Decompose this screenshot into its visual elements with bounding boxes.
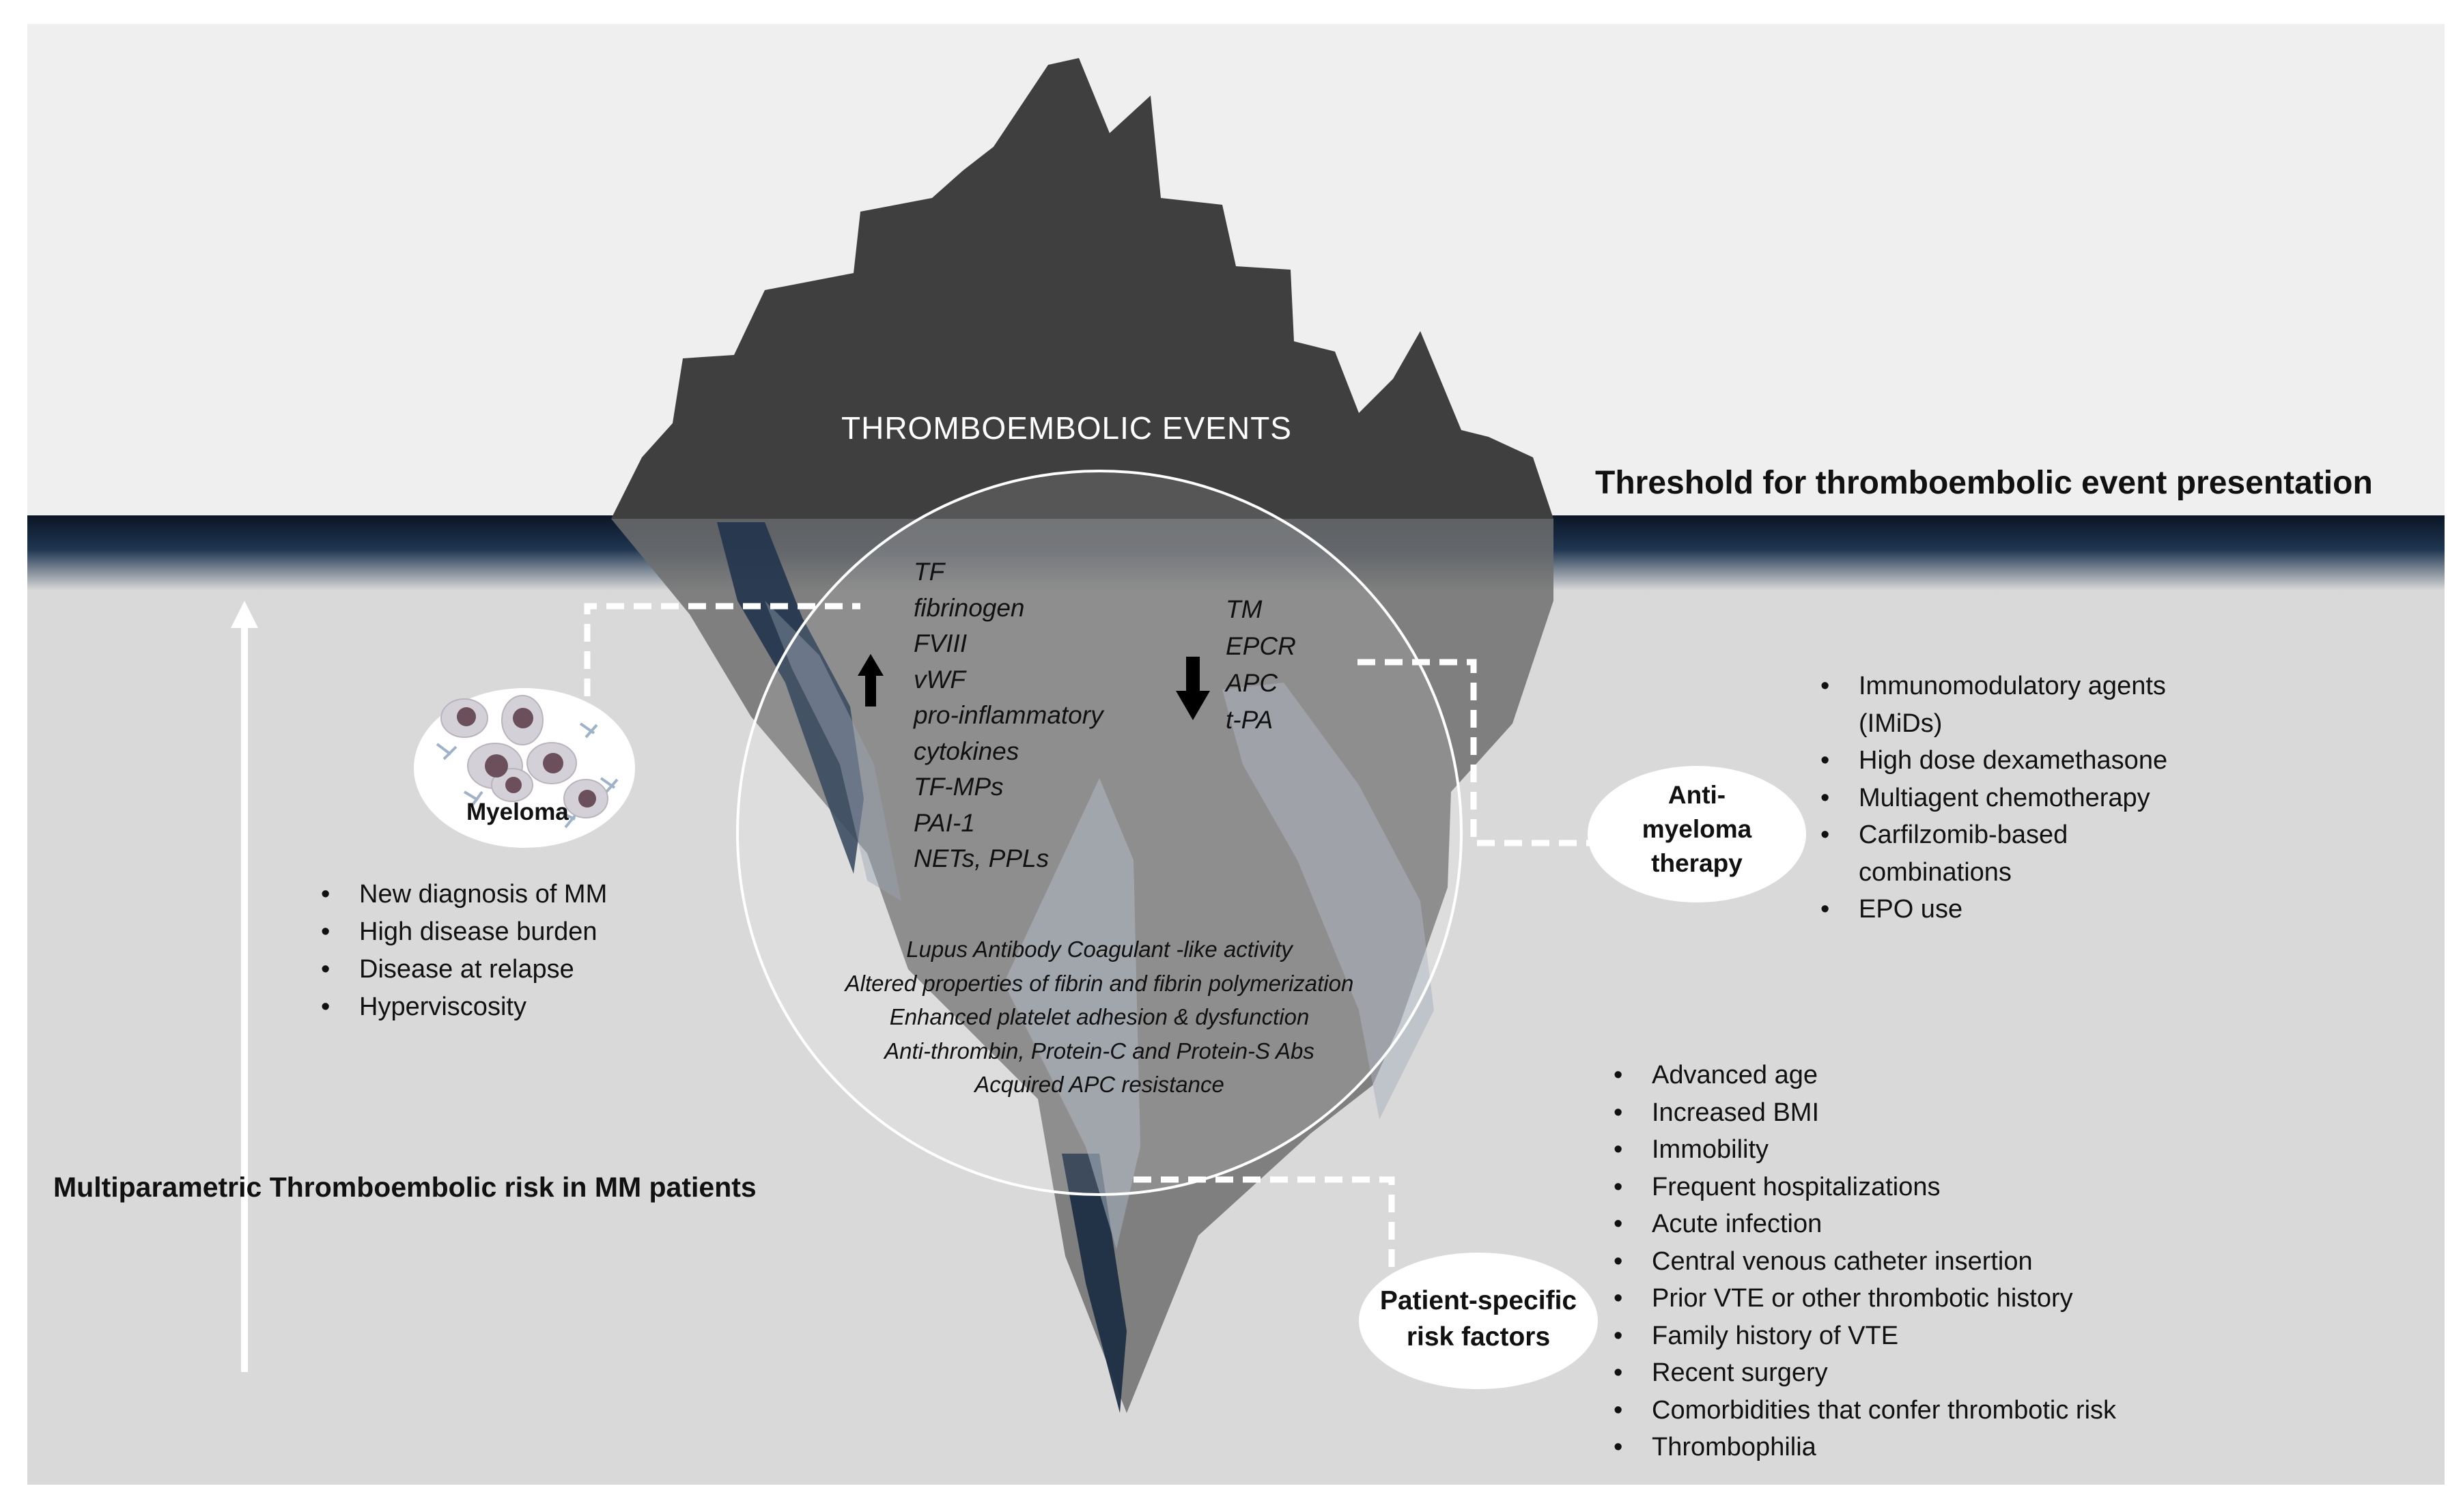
list-item: Immunomodulatory agents (1820, 668, 2167, 705)
myeloma-cells-icon (436, 695, 619, 829)
iceberg-streak-2 (1222, 683, 1434, 1119)
mechanism-circle (736, 470, 1463, 1196)
marker-item: TF-MPs (914, 773, 1004, 801)
iceberg-crack-bottom (1062, 1154, 1127, 1413)
list-item: Recent surgery (1614, 1354, 2116, 1392)
list-item: Comorbidities that confer thrombotic ris… (1614, 1392, 2116, 1429)
marker-item: TM (1226, 595, 1263, 623)
list-item: Carfilzomib-based (1820, 816, 2167, 854)
list-item: Central venous catheter insertion (1614, 1243, 2116, 1281)
list-item: combinations (1859, 857, 2012, 887)
list-item: Family history of VTE (1614, 1317, 2116, 1355)
list-item: Frequent hospitalizations (1614, 1169, 2116, 1206)
risk-arrow-head (231, 601, 258, 628)
iceberg-streak-1 (1004, 778, 1140, 1249)
list-item: (IMiDs) (1859, 709, 1943, 738)
myeloma-factor-list: New diagnosis of MM High disease burden … (321, 876, 607, 1026)
list-item: New diagnosis of MM (321, 876, 607, 913)
marker-item: FVIII (914, 629, 968, 657)
patient-connector (1134, 1176, 1395, 1270)
mechanism-item: Anti-thrombin, Protein-C and Protein-S A… (884, 1038, 1314, 1064)
increased-markers-list: TF fibrinogen FVIII vWF pro-inflammatory… (914, 554, 1103, 877)
therapy-connector (1357, 659, 1590, 846)
myeloma-label: Myeloma (466, 799, 569, 825)
list-item: Multiagent chemotherapy (1820, 780, 2167, 817)
dashed-connectors (584, 603, 1590, 1270)
patient-risk-list: Advanced age Increased BMI Immobility Fr… (1614, 1057, 2116, 1466)
iceberg-streak-3 (765, 601, 901, 901)
increase-arrow (858, 654, 884, 707)
threshold-label: Threshold for thromboembolic event prese… (1595, 465, 2373, 501)
mechanism-item: Enhanced platelet adhesion & dysfunction (889, 1004, 1310, 1029)
list-item: Disease at relapse (321, 951, 607, 988)
marker-item: TF (914, 558, 945, 586)
list-item: Prior VTE or other thrombotic history (1614, 1280, 2116, 1317)
decrease-arrow (1176, 657, 1210, 720)
anti-myeloma-label: Anti- myeloma therapy (1642, 781, 1752, 877)
list-item: EPO use (1820, 891, 2167, 928)
list-item: Increased BMI (1614, 1094, 2116, 1132)
mechanism-item: Altered properties of fibrin and fibrin … (845, 970, 1354, 996)
anti-myeloma-oval (1588, 766, 1806, 902)
marker-item: EPCR (1226, 632, 1296, 660)
patient-specific-label: Patient-specific risk factors (1379, 1286, 1577, 1352)
myeloma-connector (584, 603, 860, 696)
list-item: Advanced age (1614, 1057, 2116, 1094)
marker-item: cytokines (914, 737, 1019, 765)
list-item: High disease burden (321, 913, 607, 951)
patient-specific-oval (1359, 1253, 1598, 1389)
iceberg-title: THROMBOEMBOLIC EVENTS (841, 410, 1292, 446)
list-item: High dose dexamethasone (1820, 742, 2167, 780)
marker-item: pro-inflammatory (914, 701, 1103, 729)
iceberg-tip (611, 58, 1553, 519)
mechanism-item: Acquired APC resistance (974, 1072, 1224, 1097)
marker-item: PAI-1 (914, 808, 975, 837)
iceberg-crack-left (717, 522, 864, 874)
risk-axis-label: Multiparametric Thromboembolic risk in M… (53, 1171, 757, 1203)
list-item: Acute infection (1614, 1206, 2116, 1243)
list-item: Hyperviscosity (321, 988, 607, 1026)
list-item: Immobility (1614, 1131, 2116, 1169)
marker-item: NETs, PPLs (914, 844, 1050, 872)
mechanisms-list: Lupus Antibody Coagulant -like activity … (758, 932, 1441, 1102)
marker-item: fibrinogen (914, 593, 1025, 622)
decreased-markers-list: TM EPCR APC t-PA (1226, 591, 1296, 739)
therapy-list: Immunomodulatory agents (IMiDs) High dos… (1820, 668, 2167, 928)
list-item: Thrombophilia (1614, 1429, 2116, 1466)
mechanism-item: Lupus Antibody Coagulant -like activity (906, 937, 1293, 962)
marker-item: t-PA (1226, 706, 1273, 734)
marker-item: APC (1226, 669, 1278, 697)
marker-item: vWF (914, 665, 966, 694)
